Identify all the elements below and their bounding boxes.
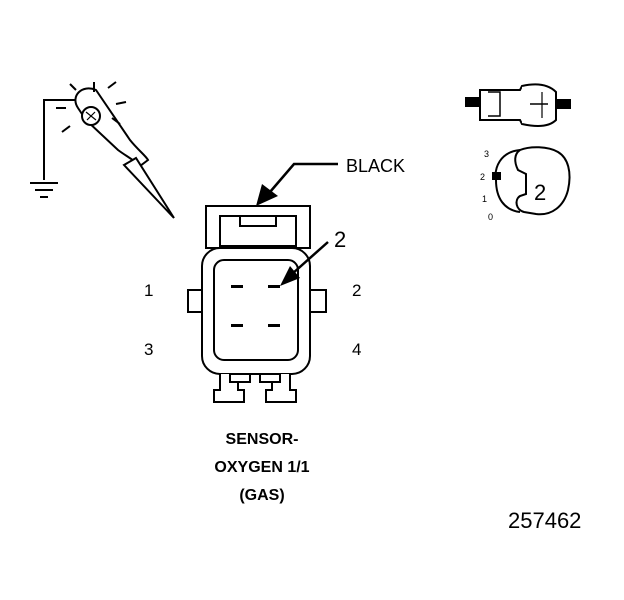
connector-lock-detail: 3 2 1 0 2: [480, 146, 571, 222]
terminal-2: [268, 285, 280, 288]
figure-number: 257462: [508, 508, 581, 533]
connector-caption: SENSOR- OXYGEN 1/1 (GAS): [214, 431, 309, 504]
lock-number-label: 2: [534, 180, 546, 205]
pin-label-4: 4: [352, 340, 361, 359]
lock-position-0: 0: [488, 212, 493, 222]
terminal-4: [268, 324, 280, 327]
connector-face: [187, 205, 327, 403]
lock-position-3: 3: [484, 149, 489, 159]
caption-line-3: (GAS): [239, 487, 284, 504]
caption-line-2: OXYGEN 1/1: [214, 459, 309, 476]
lock-position-1: 1: [482, 194, 487, 204]
caption-line-1: SENSOR-: [226, 431, 299, 448]
wire-color-label: BLACK: [346, 156, 405, 176]
terminal-slots: [231, 285, 280, 327]
test-probe-icon: [30, 81, 175, 219]
pin-label-1: 1: [144, 281, 153, 300]
pin-label-3: 3: [144, 340, 153, 359]
callout-number: 2: [334, 227, 346, 252]
lock-position-2: 2: [480, 172, 485, 182]
pin-label-2: 2: [352, 281, 361, 300]
connector-side-view-icon: [465, 83, 571, 128]
terminal-1: [231, 285, 243, 288]
terminal-callout: 2: [280, 227, 346, 286]
wire-color-callout: BLACK: [256, 156, 405, 206]
terminal-3: [231, 324, 243, 327]
